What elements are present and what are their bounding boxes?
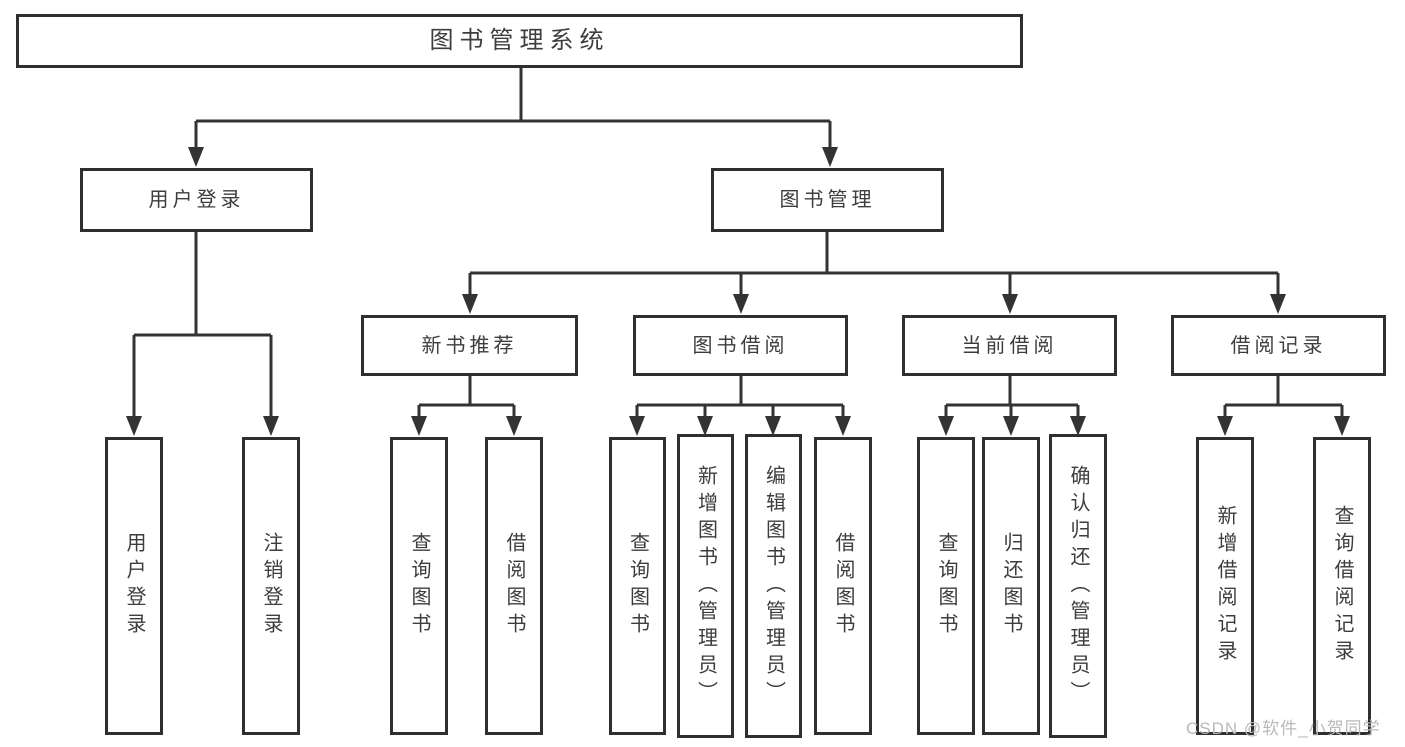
leaf-borrow-books: 借阅图书: [814, 437, 872, 735]
leaf-return-books: 归还图书: [982, 437, 1040, 735]
node-new-book-recommend: 新书推荐: [361, 315, 578, 376]
node-book-management-module: 图书管理: [711, 168, 944, 232]
leaf-query-books-borrow: 查询图书: [609, 437, 666, 735]
node-borrow-records: 借阅记录: [1171, 315, 1386, 376]
csdn-watermark: CSDN @软件_小贺同学: [1186, 719, 1381, 738]
node-label: 借阅图书: [832, 532, 854, 640]
node-label: 用户登录: [123, 532, 145, 640]
node-label: 查询图书: [935, 532, 957, 640]
node-label: 编辑图书（管理员）: [762, 464, 785, 708]
leaf-add-books-admin: 新增图书（管理员）: [677, 434, 734, 738]
node-label: 用户登录: [148, 189, 245, 211]
node-label: 新增借阅记录: [1214, 505, 1236, 667]
node-label: 新增图书（管理员）: [694, 464, 717, 708]
leaf-query-books-current: 查询图书: [917, 437, 975, 735]
node-label: 借阅记录: [1230, 334, 1327, 357]
node-label: 查询借阅记录: [1331, 505, 1353, 667]
node-book-borrowing: 图书借阅: [633, 315, 848, 376]
leaf-query-books-recommend: 查询图书: [390, 437, 448, 735]
node-label: 图书借阅: [692, 334, 789, 357]
leaf-confirm-return-admin: 确认归还（管理员）: [1049, 434, 1107, 738]
node-label: 当前借阅: [961, 334, 1058, 357]
node-label: 归还图书: [1000, 532, 1022, 640]
leaf-logout: 注销登录: [242, 437, 300, 735]
node-label: 图书管理系统: [429, 27, 610, 54]
leaf-user-login: 用户登录: [105, 437, 163, 735]
leaf-edit-books-admin: 编辑图书（管理员）: [745, 434, 802, 738]
node-user-login-module: 用户登录: [80, 168, 313, 232]
node-library-system: 图书管理系统: [16, 14, 1023, 68]
node-label: 确认归还（管理员）: [1067, 464, 1089, 708]
leaf-query-borrow-record: 查询借阅记录: [1313, 437, 1371, 735]
node-label: 注销登录: [260, 532, 282, 640]
leaf-borrow-books-recommend: 借阅图书: [485, 437, 543, 735]
leaf-add-borrow-record: 新增借阅记录: [1196, 437, 1254, 735]
node-label: 查询图书: [408, 532, 430, 640]
node-label: 借阅图书: [503, 532, 525, 640]
node-label: 图书管理: [779, 189, 876, 211]
node-label: 查询图书: [626, 532, 649, 640]
node-label: 新书推荐: [421, 334, 518, 357]
node-current-borrowing: 当前借阅: [902, 315, 1117, 376]
